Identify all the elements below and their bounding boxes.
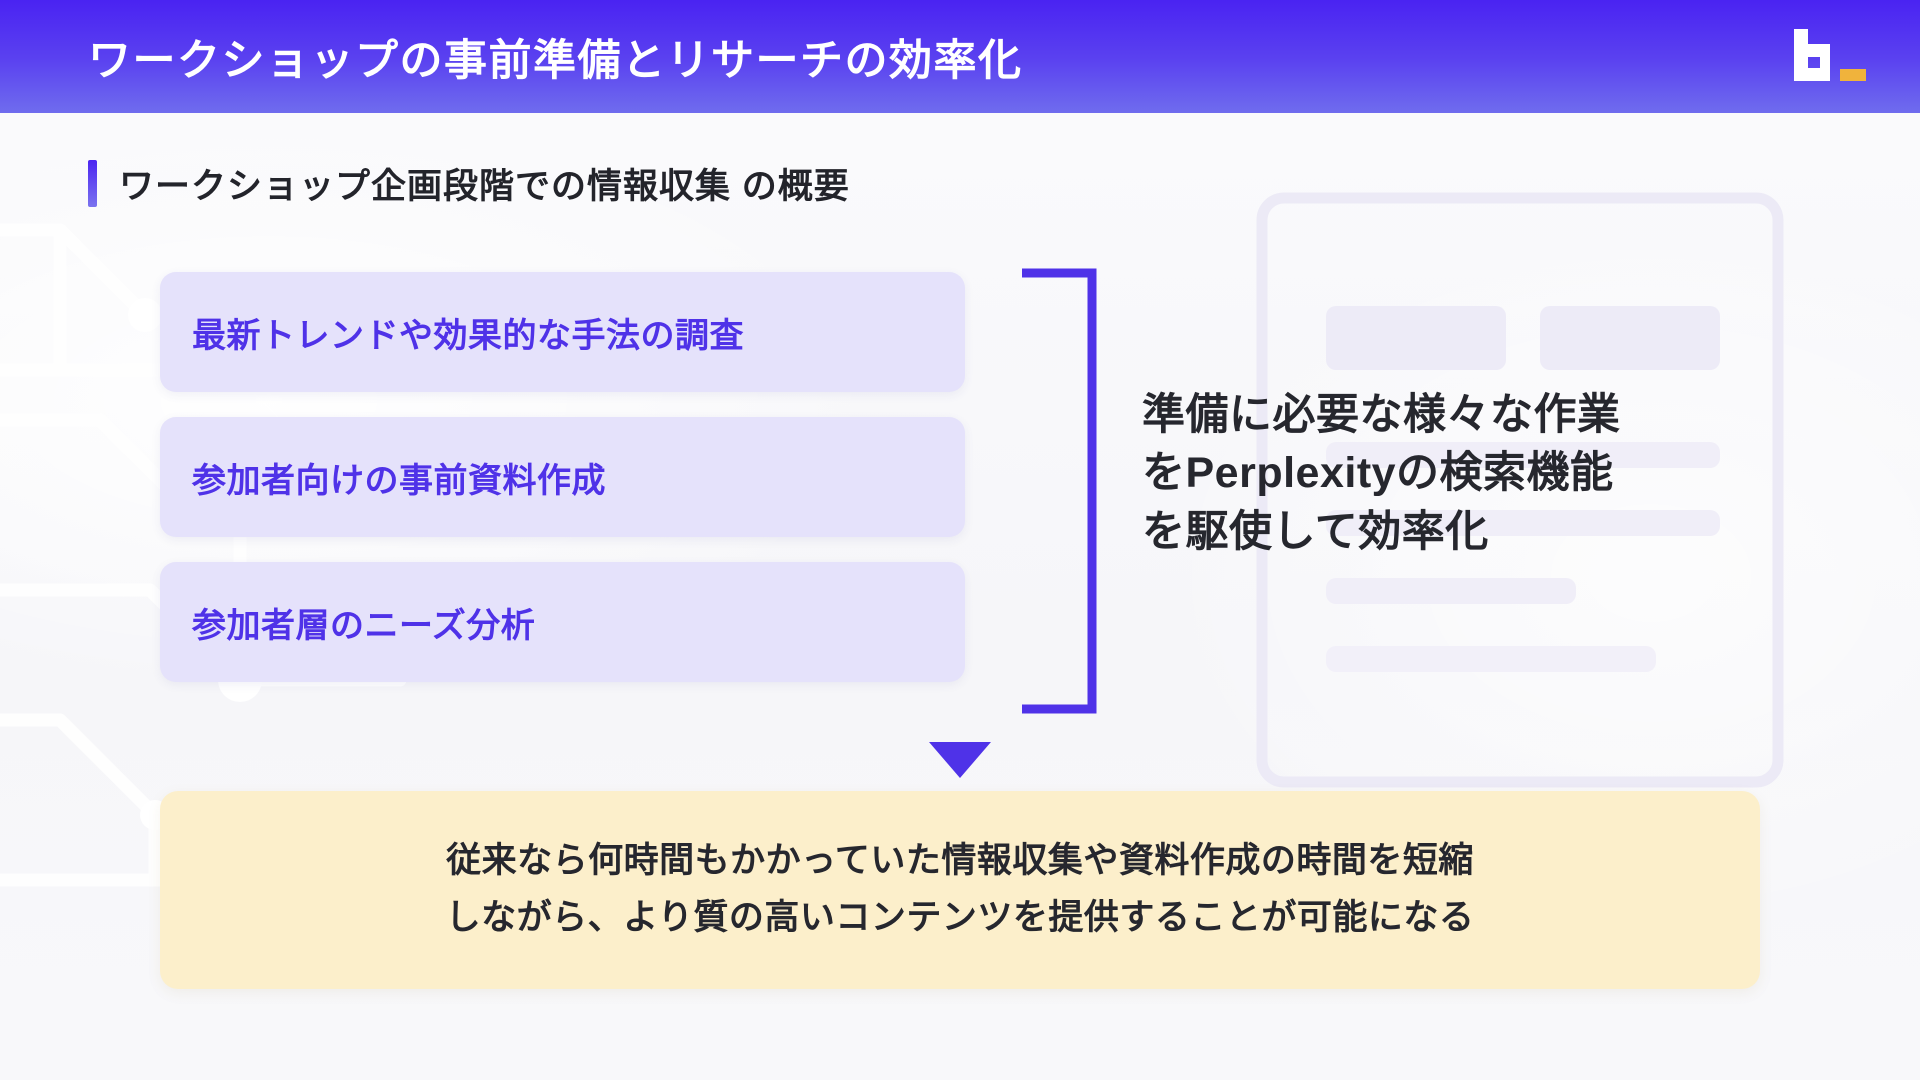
task-card-label: 最新トレンドや効果的な手法の調査: [192, 316, 744, 355]
slide-header: ワークショップの事前準備とリサーチの効率化: [0, 0, 1920, 113]
grouping-bracket-icon: [1022, 268, 1097, 714]
down-arrow-icon: [929, 742, 991, 778]
conclusion-line: しながら、より質の高いコンテンツを提供することが可能になる: [445, 898, 1475, 937]
task-card: 最新トレンドや効果的な手法の調査: [160, 272, 965, 392]
subtitle-row: ワークショップ企画段階での情報収集 の概要: [88, 158, 850, 209]
subtitle-accent-bar: [88, 160, 97, 207]
conclusion-line: 従来なら何時間もかかっていた情報収集や資料作成の時間を短縮: [446, 841, 1474, 881]
summary-line: をPerplexityの検索機能: [1142, 449, 1614, 498]
brand-b-logo-icon: [1794, 28, 1866, 81]
task-card-label: 参加者向けの事前資料作成: [192, 461, 606, 500]
summary-line: 準備に必要な様々な作業: [1142, 391, 1621, 439]
summary-line: を駆使して効率化: [1142, 507, 1489, 556]
subtitle-text: ワークショップ企画段階での情報収集 の概要: [119, 167, 850, 206]
conclusion-callout: 従来なら何時間もかかっていた情報収集や資料作成の時間を短縮 しながら、より質の高…: [160, 791, 1760, 989]
task-card-list: 最新トレンドや効果的な手法の調査 参加者向けの事前資料作成 参加者層のニーズ分析: [160, 272, 965, 707]
summary-text: 準備に必要な様々な作業 をPerplexityの検索機能 を駆使して効率化: [1142, 386, 1782, 561]
page-title: ワークショップの事前準備とリサーチの効率化: [88, 36, 1023, 85]
task-card: 参加者層のニーズ分析: [160, 562, 965, 682]
task-card: 参加者向けの事前資料作成: [160, 417, 965, 537]
task-card-label: 参加者層のニーズ分析: [192, 606, 536, 645]
